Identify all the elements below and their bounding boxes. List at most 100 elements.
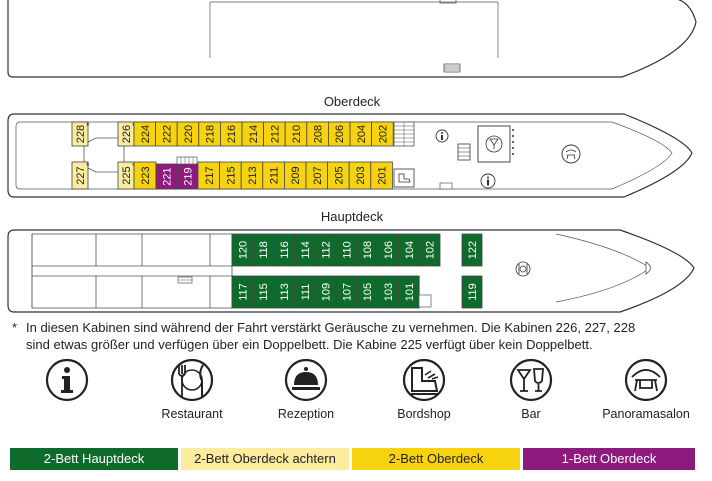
legend-bordshop: Bordshop [384, 357, 464, 421]
category-bar-oberdeck-achtern: 2-Bett Oberdeck achtern [181, 448, 349, 470]
cabin-111-label: 111 [300, 284, 312, 301]
cabin-216-label: 216 [226, 125, 238, 143]
cabin-211-label: 211 [269, 167, 281, 185]
cabin-112-label: 112 [321, 241, 333, 259]
cabin-228-box [71, 121, 89, 147]
footnote-line-1: In diesen Kabinen sind während der Fahrt… [26, 320, 636, 335]
sundeck-railing [209, 1, 499, 58]
cabin-107-label: 107 [341, 283, 353, 301]
oberdeck-bar-icon [477, 125, 514, 163]
cabin-228-label: 228 [75, 125, 87, 143]
hauptdeck-hull [7, 229, 695, 313]
oberdeck-cabins-lower: 227*225*22322121921721521321120920720520… [71, 161, 393, 190]
reception-bell-icon [284, 358, 328, 402]
cabin-203-label: 203 [355, 166, 367, 184]
cabin-120-label: 120 [237, 241, 249, 259]
hauptdeck-restaurant-icon [515, 261, 531, 277]
bar-glasses-icon [509, 358, 553, 402]
category-bar-hauptdeck: 2-Bett Hauptdeck [10, 448, 178, 470]
cabin-222-label: 222 [161, 125, 173, 143]
cabin-101-box [397, 275, 420, 309]
cabin-122-box [461, 233, 483, 267]
cabin-209-label: 209 [290, 166, 302, 184]
oberdeck-title: Oberdeck [323, 94, 381, 109]
legend-bar-label: Bar [521, 407, 541, 421]
footnote-line-2: sind etwas größer und verfügen über ein … [26, 337, 593, 352]
category-bar-oberdeck: 2-Bett Oberdeck [352, 448, 520, 470]
restaurant-icon [170, 358, 214, 402]
sundeck [7, 0, 697, 78]
cabin-202-label: 202 [377, 125, 389, 143]
panorama-salon-icon [624, 358, 668, 402]
cabin-213-label: 213 [247, 166, 259, 184]
cabin-footnote: *In diesen Kabinen sind während der Fahr… [12, 319, 702, 353]
cabin-115-label: 115 [258, 283, 270, 301]
cabin-118-label: 118 [258, 241, 270, 259]
cabin-201-label: 201 [377, 166, 389, 184]
cabin-206-label: 206 [334, 125, 346, 143]
cabin-108-label: 108 [362, 241, 374, 259]
cabin-122-label: 122 [467, 241, 479, 259]
legend-restaurant: Restaurant [152, 357, 232, 421]
cabin-204-label: 204 [356, 125, 368, 143]
hauptdeck-stairs [418, 294, 432, 308]
cabin-208-label: 208 [313, 125, 325, 143]
cabin-104-label: 104 [404, 241, 416, 259]
cabin-226-label: 226 [121, 125, 133, 143]
cabin-205-label: 205 [333, 166, 345, 184]
legend-bordshop-label: Bordshop [397, 407, 451, 421]
cabin-113-label: 113 [279, 283, 291, 301]
cabin-227-star: * [86, 161, 90, 171]
legend-info [38, 357, 96, 407]
cabin-207-label: 207 [312, 166, 324, 184]
cabin-119-label: 119 [467, 283, 479, 301]
cabin-221-label: 221 [162, 167, 174, 185]
legend-rezeption-label: Rezeption [277, 407, 335, 421]
cabin-110-label: 110 [341, 241, 353, 259]
cabin-220-label: 220 [183, 125, 195, 143]
cabin-228-star: * [86, 121, 90, 131]
oberdeck-shop-icon [393, 168, 415, 188]
cabin-227-label: 227 [75, 166, 87, 184]
cabin-101-label: 101 [404, 283, 416, 301]
oberdeck-reception-icon [457, 143, 471, 161]
hauptdeck-title: Hauptdeck [320, 209, 384, 224]
cabin-119-box [461, 275, 483, 309]
oberdeck-info-icon-2 [480, 173, 496, 189]
cabin-217-label: 217 [204, 166, 216, 184]
oberdeck-stair-small [439, 182, 453, 190]
cabin-103-label: 103 [383, 283, 395, 301]
legend-rezeption: Rezeption [266, 357, 346, 421]
cabin-214-label: 214 [248, 125, 260, 143]
legend-restaurant-label: Restaurant [161, 407, 223, 421]
cabin-219-label: 219 [183, 167, 195, 185]
oberdeck-info-icon [435, 129, 449, 143]
cabin-224-label: 224 [140, 125, 152, 143]
category-bar-1bett-oberdeck: 1-Bett Oberdeck [523, 448, 695, 470]
bordshop-icon [402, 358, 446, 402]
cabin-227-box [71, 161, 89, 190]
cabin-114-label: 114 [300, 241, 312, 259]
oberdeck-cabins-upper: 228*226*22422222021821621421221020820620… [71, 121, 394, 147]
cabin-105-label: 105 [362, 283, 374, 301]
cabin-225-label: 225 [121, 166, 133, 184]
cabin-210-label: 210 [291, 125, 303, 143]
cabin-218-label: 218 [205, 125, 217, 143]
cabin-223-label: 223 [140, 166, 152, 184]
legend-panoramasalon: Panoramasalon [596, 357, 696, 421]
cabin-106-label: 106 [383, 241, 395, 259]
oberdeck-stairs [176, 121, 415, 165]
cabin-117-label: 117 [237, 283, 249, 301]
legend-panoramasalon-label: Panoramasalon [602, 407, 690, 421]
cabin-201-box [370, 161, 393, 190]
cabin-102-box [418, 233, 441, 267]
info-icon [45, 358, 89, 402]
oberdeck-panorama-icon [561, 144, 581, 164]
cabin-102-label: 102 [425, 241, 437, 259]
cabin-212-label: 212 [269, 125, 281, 143]
hauptdeck-cabins-lower: 117 115 113 111 109 107 105 103 101 119 [231, 275, 483, 309]
legend-bar: Bar [502, 357, 560, 421]
cabin-215-label: 215 [225, 166, 237, 184]
cabin-109-label: 109 [321, 283, 333, 301]
